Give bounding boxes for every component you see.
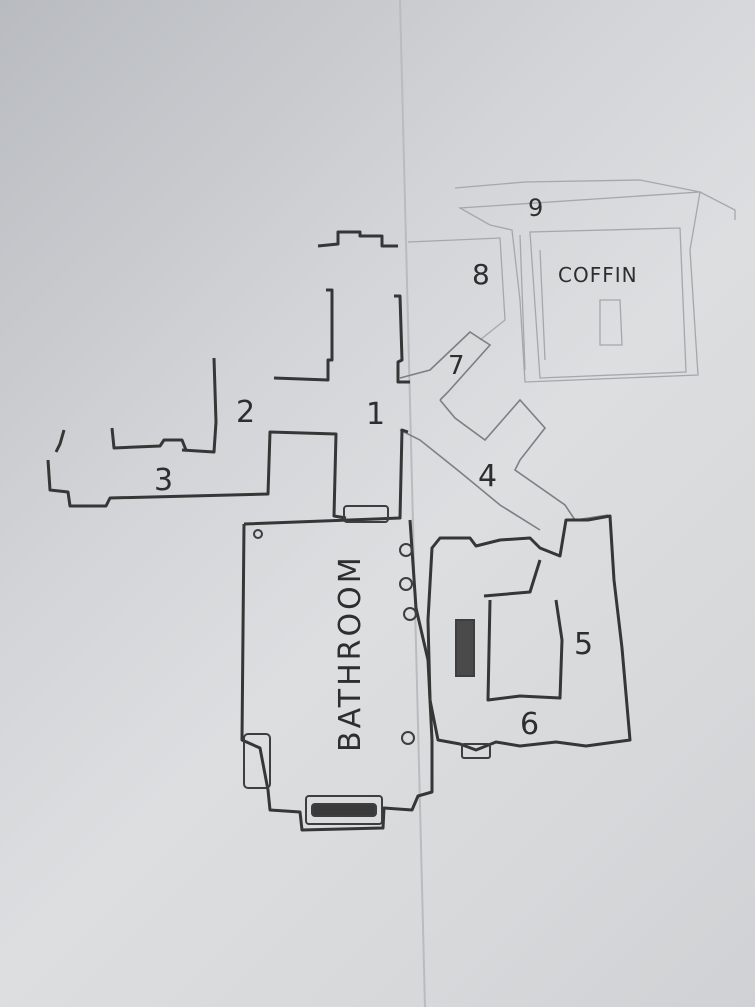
room-label-2: 2 [236, 395, 255, 430]
coffin-outline [529, 227, 687, 379]
room-label-1: 1 [366, 397, 385, 432]
paper-fold [399, 0, 426, 1007]
bathroom-fixtures [243, 505, 491, 825]
coffin-label: COFFIN [558, 263, 638, 287]
room-label-4: 4 [478, 459, 497, 494]
walls [46, 230, 632, 832]
faint-rooms-8-9 [407, 179, 736, 383]
stairs-icon [455, 619, 475, 677]
room-label-7: 7 [448, 351, 465, 381]
room-label-6: 6 [520, 707, 539, 742]
room-label-8: 8 [472, 258, 490, 291]
bathroom-label: BATHROOM [333, 554, 368, 752]
room-7-and-4-corridor [399, 330, 609, 531]
toilet-icon [243, 733, 271, 789]
door-icon [343, 505, 389, 523]
room-label-5: 5 [574, 627, 593, 662]
room-label-3: 3 [154, 463, 173, 498]
bathtub-fill [311, 803, 377, 817]
room-label-9: 9 [528, 194, 543, 222]
bathtub-icon [305, 795, 383, 825]
